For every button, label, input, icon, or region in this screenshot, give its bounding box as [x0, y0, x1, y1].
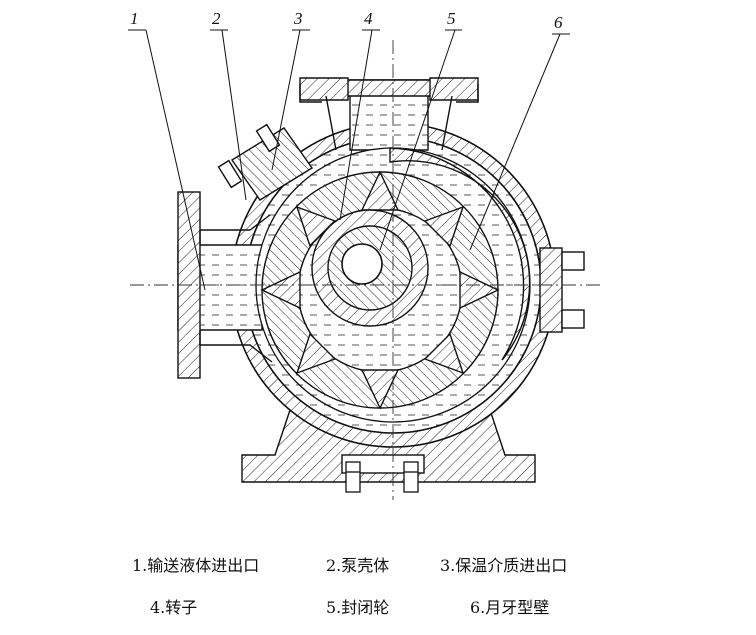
idler-gear — [311, 209, 429, 327]
legend-item-crescent: 6.月牙型壁 — [470, 598, 550, 617]
callout-3: 3 — [294, 9, 303, 28]
legend-item-heating-port: 3.保温介质进出口 — [440, 556, 568, 575]
legend-item-rotor: 4.转子 — [150, 598, 198, 617]
legend-item-idler: 5.封闭轮 — [326, 598, 390, 617]
centerlines — [130, 40, 600, 500]
legend-row-1: 1.输送液体进出口 2.泵壳体 3.保温介质进出口 — [0, 552, 756, 576]
callout-4: 4 — [364, 9, 373, 28]
callout-1: 1 — [130, 9, 139, 28]
heating-medium-port — [217, 123, 313, 201]
legend-item-casing: 2.泵壳体 — [326, 556, 390, 575]
callout-2: 2 — [212, 9, 221, 28]
base-bolts — [345, 461, 419, 493]
top-outlet-flange — [299, 77, 479, 151]
legend-row-2: 4.转子 5.封闭轮 6.月牙型壁 — [0, 594, 756, 618]
legend-item-inlet-outlet: 1.输送液体进出口 — [132, 556, 260, 575]
leader-lines — [128, 29, 570, 291]
callout-5: 5 — [447, 9, 456, 28]
crescent-wall — [389, 147, 531, 361]
callout-6: 6 — [554, 13, 563, 32]
pump-cross-section-diagram — [128, 29, 600, 500]
right-side-flange — [539, 247, 585, 333]
